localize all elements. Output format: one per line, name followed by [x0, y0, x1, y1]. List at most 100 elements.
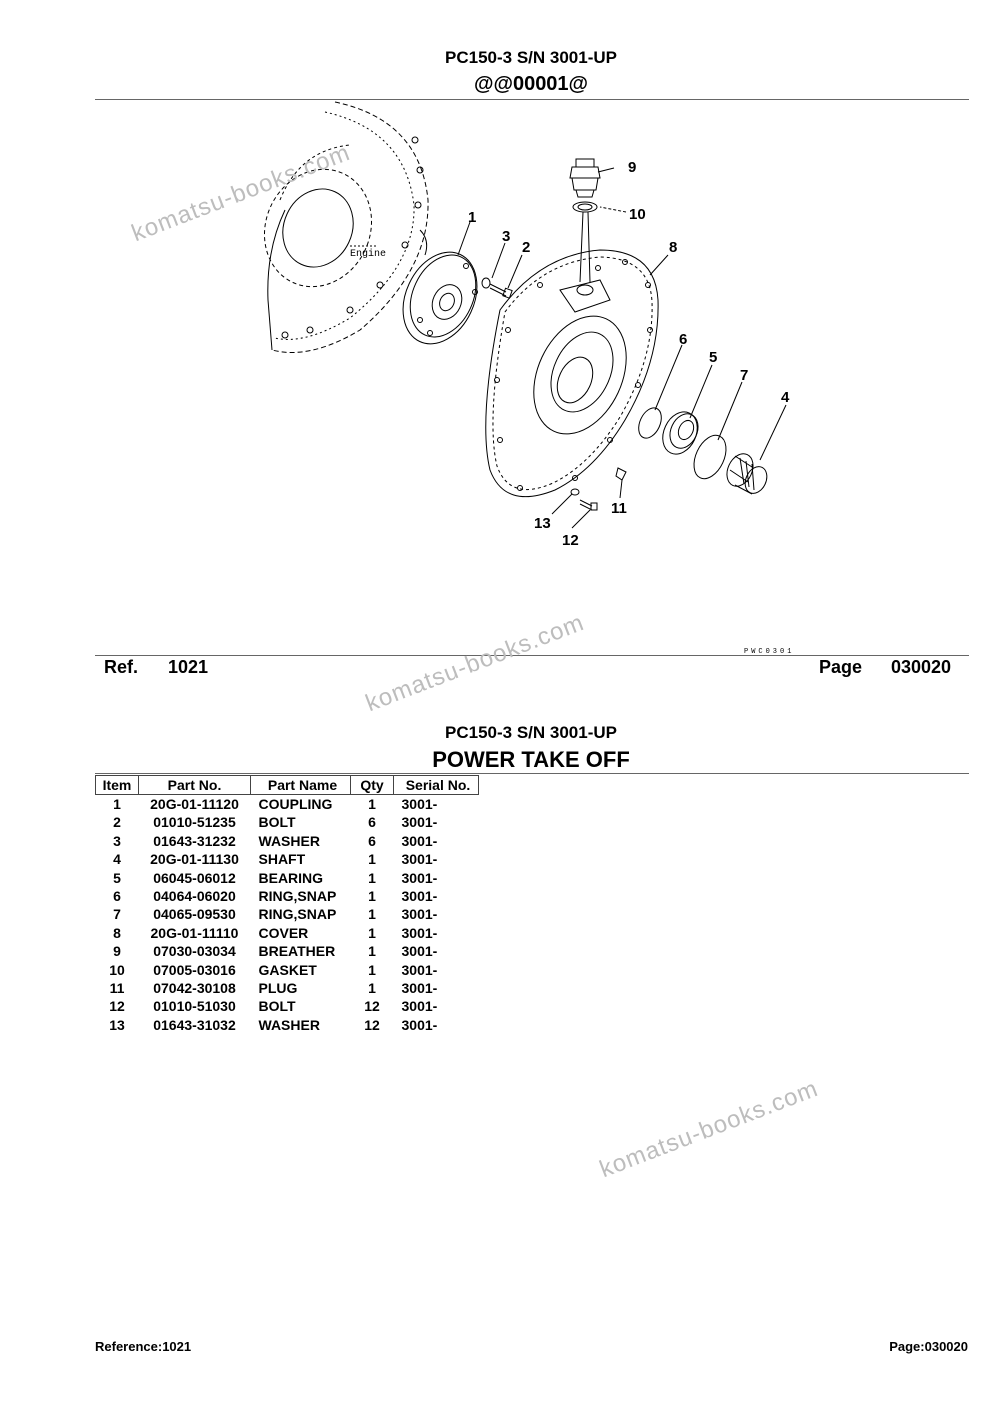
cell-part-name: WASHER: [258, 832, 320, 849]
cell-part-name: GASKET: [258, 961, 317, 978]
callout-7: 7: [740, 367, 748, 384]
callout-11: 11: [611, 500, 627, 517]
breather-drawing: [569, 158, 601, 198]
cell-serial-no: 3001-: [401, 943, 438, 960]
cell-serial-no: 3001-: [401, 980, 438, 997]
cell-qty: 12: [364, 1016, 380, 1033]
cell-item: 10: [109, 961, 125, 978]
col-header-serial-no: Serial No.: [393, 775, 479, 795]
section-divider: [95, 773, 969, 774]
cell-item: 3: [113, 832, 121, 849]
callout-1: 1: [468, 209, 476, 226]
cell-part-no: 01010-51030: [153, 998, 236, 1015]
bolt-washer-drawing: [481, 277, 513, 299]
cell-qty: 1: [368, 980, 376, 997]
table-header-row: Item Part No. Part Name Qty Serial No.: [95, 775, 479, 795]
col-header-part-name: Part Name: [250, 775, 351, 795]
ref-label: Ref.: [104, 657, 139, 677]
cell-part-no: 04065-09530: [153, 906, 236, 923]
table-row: 9 07030-03034 BREATHER 1 3001-: [96, 942, 479, 960]
cell-item: 13: [109, 1016, 125, 1033]
gasket-drawing: [572, 201, 598, 213]
cell-qty: 1: [368, 796, 376, 812]
footer-page: Page:030020: [889, 1339, 968, 1354]
callout-6: 6: [679, 331, 687, 348]
cell-part-no: 20G-01-11110: [150, 924, 239, 941]
callout-5: 5: [709, 349, 717, 366]
parts-table: Item Part No. Part Name Qty Serial No. 1…: [95, 775, 479, 1034]
snap-ring-6-drawing: [638, 407, 662, 439]
cell-item: 8: [113, 924, 121, 941]
cell-part-name: BEARING: [258, 869, 324, 886]
callout-8: 8: [669, 239, 677, 256]
cell-part-name: COUPLING: [258, 796, 333, 812]
cell-serial-no: 3001-: [401, 906, 438, 923]
header-divider: [95, 99, 969, 100]
cell-serial-no: 3001-: [401, 924, 438, 941]
cell-part-name: BOLT: [258, 998, 296, 1015]
cell-serial-no: 3001-: [401, 851, 438, 868]
cell-part-no: 01010-51235: [153, 814, 236, 831]
cell-part-no: 01643-31032: [153, 1016, 236, 1033]
cell-item: 7: [113, 906, 121, 923]
diagram-code: PWC0301: [744, 648, 794, 656]
cell-qty: 1: [368, 906, 376, 923]
callout-12: 12: [562, 532, 579, 549]
section-model-heading: PC150-3 S/N 3001-UP: [445, 723, 617, 742]
cell-part-name: COVER: [258, 924, 309, 941]
cell-serial-no: 3001-: [401, 832, 438, 849]
cell-qty: 6: [368, 814, 376, 831]
cell-part-no: 07005-03016: [153, 961, 236, 978]
table-row: 5 06045-06012 BEARING 1 3001-: [96, 869, 479, 887]
cell-serial-no: 3001-: [401, 998, 438, 1015]
callout-2: 2: [522, 239, 530, 256]
cell-item: 1: [113, 796, 121, 812]
page-value: 030020: [891, 657, 952, 677]
exploded-parts-diagram: Engine: [263, 101, 794, 656]
ref-divider: [95, 655, 969, 656]
cell-qty: 1: [368, 851, 376, 868]
cell-qty: 1: [368, 961, 376, 978]
cell-qty: 1: [368, 943, 376, 960]
col-header-item: Item: [95, 775, 139, 795]
col-header-part-no: Part No.: [138, 775, 251, 795]
cell-part-name: PLUG: [258, 980, 298, 997]
cell-part-no: 01643-31232: [153, 832, 236, 849]
cell-serial-no: 3001-: [401, 869, 438, 886]
engine-housing-drawing: [263, 101, 429, 353]
watermark: komatsu-books.com: [596, 1074, 823, 1184]
footer-reference: Reference:1021: [95, 1339, 192, 1354]
plug-drawing: [615, 467, 627, 481]
ref-value: 1021: [168, 657, 209, 677]
cell-item: 2: [113, 814, 121, 831]
cell-qty: 1: [368, 869, 376, 886]
callout-9: 9: [628, 159, 636, 176]
cell-qty: 1: [368, 888, 376, 905]
coupling-drawing: [402, 251, 478, 345]
cell-item: 5: [113, 869, 121, 886]
cell-item: 6: [113, 888, 121, 905]
section-title: POWER TAKE OFF: [432, 747, 630, 772]
cell-item: 9: [113, 943, 121, 960]
callout-4: 4: [781, 389, 790, 406]
cell-part-no: 07030-03034: [153, 943, 236, 960]
cell-serial-no: 3001-: [401, 796, 438, 812]
cell-item: 11: [109, 980, 125, 997]
cell-part-no: 07042-30108: [153, 980, 236, 997]
diagram-callouts: 9 10 1 3 2 8 6 5 7 4 11 13 12: [468, 159, 790, 549]
cell-part-no: 20G-01-11120: [150, 796, 239, 812]
cell-part-name: BREATHER: [258, 943, 336, 960]
cell-serial-no: 3001-: [401, 888, 438, 905]
cell-item: 12: [109, 998, 125, 1015]
cell-part-name: WASHER: [258, 1016, 320, 1033]
cell-part-name: SHAFT: [258, 851, 306, 868]
cell-part-no: 06045-06012: [153, 869, 236, 886]
